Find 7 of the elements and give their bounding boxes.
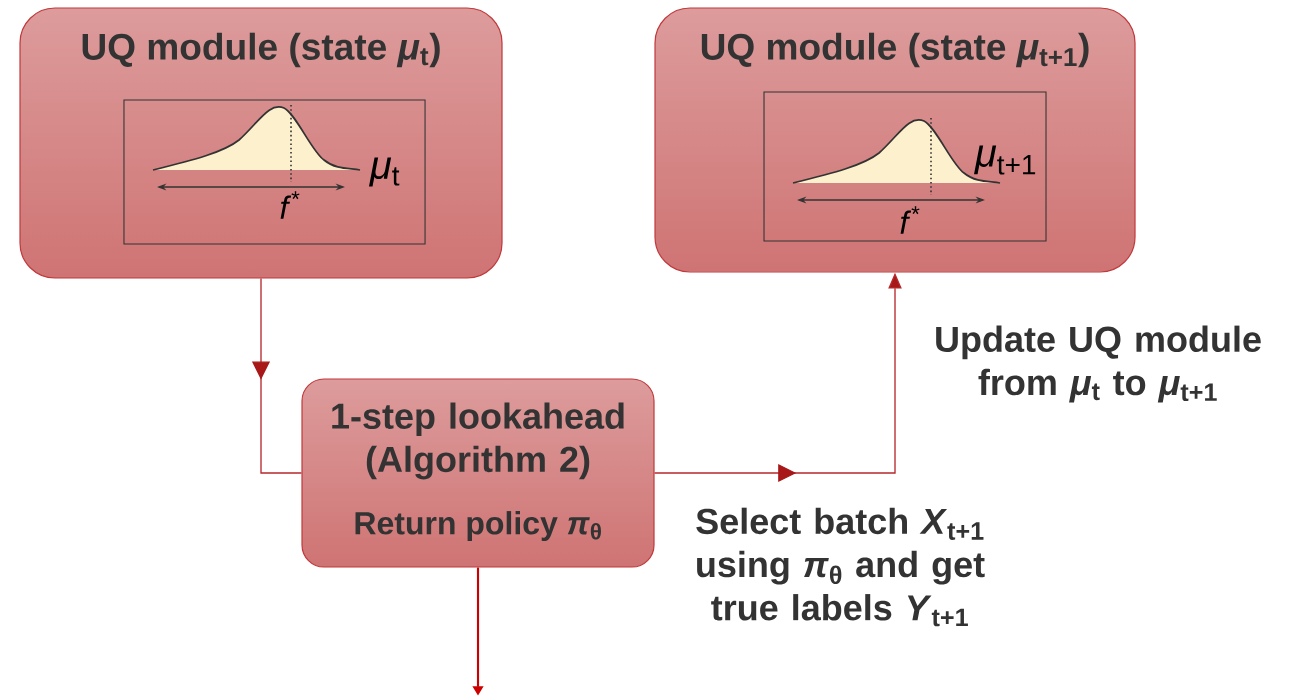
curve-label: μ$_{t+1}$: [974, 145, 1036, 175]
module-box: 1-step lookahead (Algorithm 2) Return policy π$_{θ}$: [301, 378, 655, 568]
axis-label: f$^{*}$: [900, 206, 920, 234]
edge-label: Select batch X$_{t+1}$ using π$_{θ}$ and get true labels Y$_{t+1}$: [696, 507, 985, 627]
curve-label: μ$_{t}$: [369, 157, 400, 187]
note-text: Update UQ module from μ$_{t}$ to μ$_{t+1}$: [936, 325, 1261, 403]
axis-label: f$^{*}$: [280, 191, 300, 219]
